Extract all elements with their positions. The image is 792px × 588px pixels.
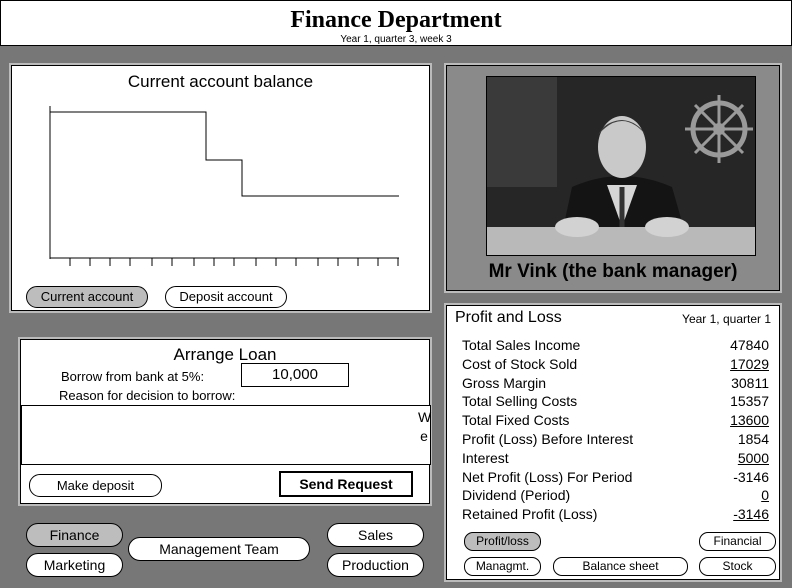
deposit-account-button[interactable]: Deposit account xyxy=(165,286,287,308)
pl-row-value: 13600 xyxy=(730,412,769,429)
pl-row-label: Profit (Loss) Before Interest xyxy=(462,430,634,447)
pl-row-profit-before-interest: Profit (Loss) Before Interest 1854 xyxy=(462,430,769,449)
chart-title: Current account balance xyxy=(127,72,314,91)
pl-row-dividend: Dividend (Period) 0 xyxy=(462,486,769,505)
profit-loss-panel: Profit and Loss Year 1, quarter 1 Total … xyxy=(446,305,780,580)
pl-row-net-profit: Net Profit (Loss) For Period -3146 xyxy=(462,468,769,487)
reason-text-fragment: e xyxy=(420,428,428,444)
pl-row-value: 5000 xyxy=(737,449,769,466)
balance-chart xyxy=(49,106,399,266)
game-date: Year 1, quarter 3, week 3 xyxy=(340,34,452,45)
x-axis-ticks xyxy=(69,258,399,266)
financial-report-button[interactable]: Financial xyxy=(699,532,776,551)
pl-row-label: Net Profit (Loss) For Period xyxy=(462,468,633,485)
reason-text-fragment: W xyxy=(418,409,432,425)
pl-row-label: Total Selling Costs xyxy=(462,393,578,410)
pl-row-label: Cost of Stock Sold xyxy=(462,355,578,372)
send-request-button[interactable]: Send Request xyxy=(279,471,413,497)
pl-row-total-sales-income: Total Sales Income 47840 xyxy=(462,336,769,355)
pl-row-cost-of-stock-sold: Cost of Stock Sold 17029 xyxy=(462,355,769,374)
balance-line xyxy=(50,111,399,197)
pl-row-value: 17029 xyxy=(730,355,769,372)
bank-manager-name: Mr Vink (the bank manager) xyxy=(488,261,738,282)
pl-row-label: Interest xyxy=(462,449,509,466)
management-report-button[interactable]: Managmt. xyxy=(464,557,541,576)
arrange-loan-panel: Arrange Loan Borrow from bank at 5%: 10,… xyxy=(20,339,431,504)
nav-marketing-button[interactable]: Marketing xyxy=(26,553,123,577)
borrow-label: Borrow from bank at 5%: xyxy=(61,369,205,384)
pl-row-label: Dividend (Period) xyxy=(462,487,571,504)
nav-sales-button[interactable]: Sales xyxy=(327,523,424,547)
stock-report-button[interactable]: Stock xyxy=(699,557,776,576)
pl-row-label: Total Sales Income xyxy=(462,337,581,353)
pl-row-gross-margin: Gross Margin 30811 xyxy=(462,374,769,393)
profit-loss-report-button[interactable]: Profit/loss xyxy=(464,532,541,551)
profit-loss-period: Year 1, quarter 1 xyxy=(682,312,771,326)
nav-management-team-button[interactable]: Management Team xyxy=(128,537,310,561)
pl-row-label: Gross Margin xyxy=(462,374,547,391)
pl-row-value: 30811 xyxy=(731,374,769,391)
loan-title: Arrange Loan xyxy=(173,345,277,364)
pl-row-total-selling-costs: Total Selling Costs 15357 xyxy=(462,392,769,411)
pl-row-value: 1854 xyxy=(737,430,769,447)
profit-loss-title: Profit and Loss xyxy=(455,309,562,326)
loan-amount-input[interactable]: 10,000 xyxy=(241,363,349,387)
make-deposit-button[interactable]: Make deposit xyxy=(29,474,162,497)
balance-sheet-button[interactable]: Balance sheet xyxy=(553,557,688,576)
reason-textarea[interactable]: W e xyxy=(21,405,431,465)
pl-row-value: -3146 xyxy=(733,506,769,523)
pl-row-label: Total Fixed Costs xyxy=(462,412,570,429)
profit-loss-table: Total Sales Income 47840 Cost of Stock So… xyxy=(462,336,769,524)
bank-manager-panel: Mr Vink (the bank manager) xyxy=(446,65,780,291)
balance-chart-panel: Current account balance xyxy=(11,65,430,311)
pl-row-value: 0 xyxy=(761,487,769,504)
page-title: Finance Department xyxy=(290,7,502,33)
pl-row-label: Retained Profit (Loss) xyxy=(462,506,598,523)
reason-label: Reason for decision to borrow: xyxy=(59,388,236,403)
nav-production-button[interactable]: Production xyxy=(327,553,424,577)
nav-finance-button[interactable]: Finance xyxy=(26,523,123,547)
pl-row-value: 47840 xyxy=(730,337,769,353)
pl-row-value: 15357 xyxy=(730,393,769,410)
pl-row-total-fixed-costs: Total Fixed Costs 13600 xyxy=(462,411,769,430)
pl-row-retained-profit: Retained Profit (Loss) -3146 xyxy=(462,505,769,524)
page-header: Finance Department Year 1, quarter 3, we… xyxy=(0,0,792,46)
pl-row-interest: Interest 5000 xyxy=(462,449,769,468)
pl-row-value: -3146 xyxy=(733,468,769,485)
current-account-button[interactable]: Current account xyxy=(26,286,148,308)
bank-manager-photo xyxy=(486,76,756,256)
